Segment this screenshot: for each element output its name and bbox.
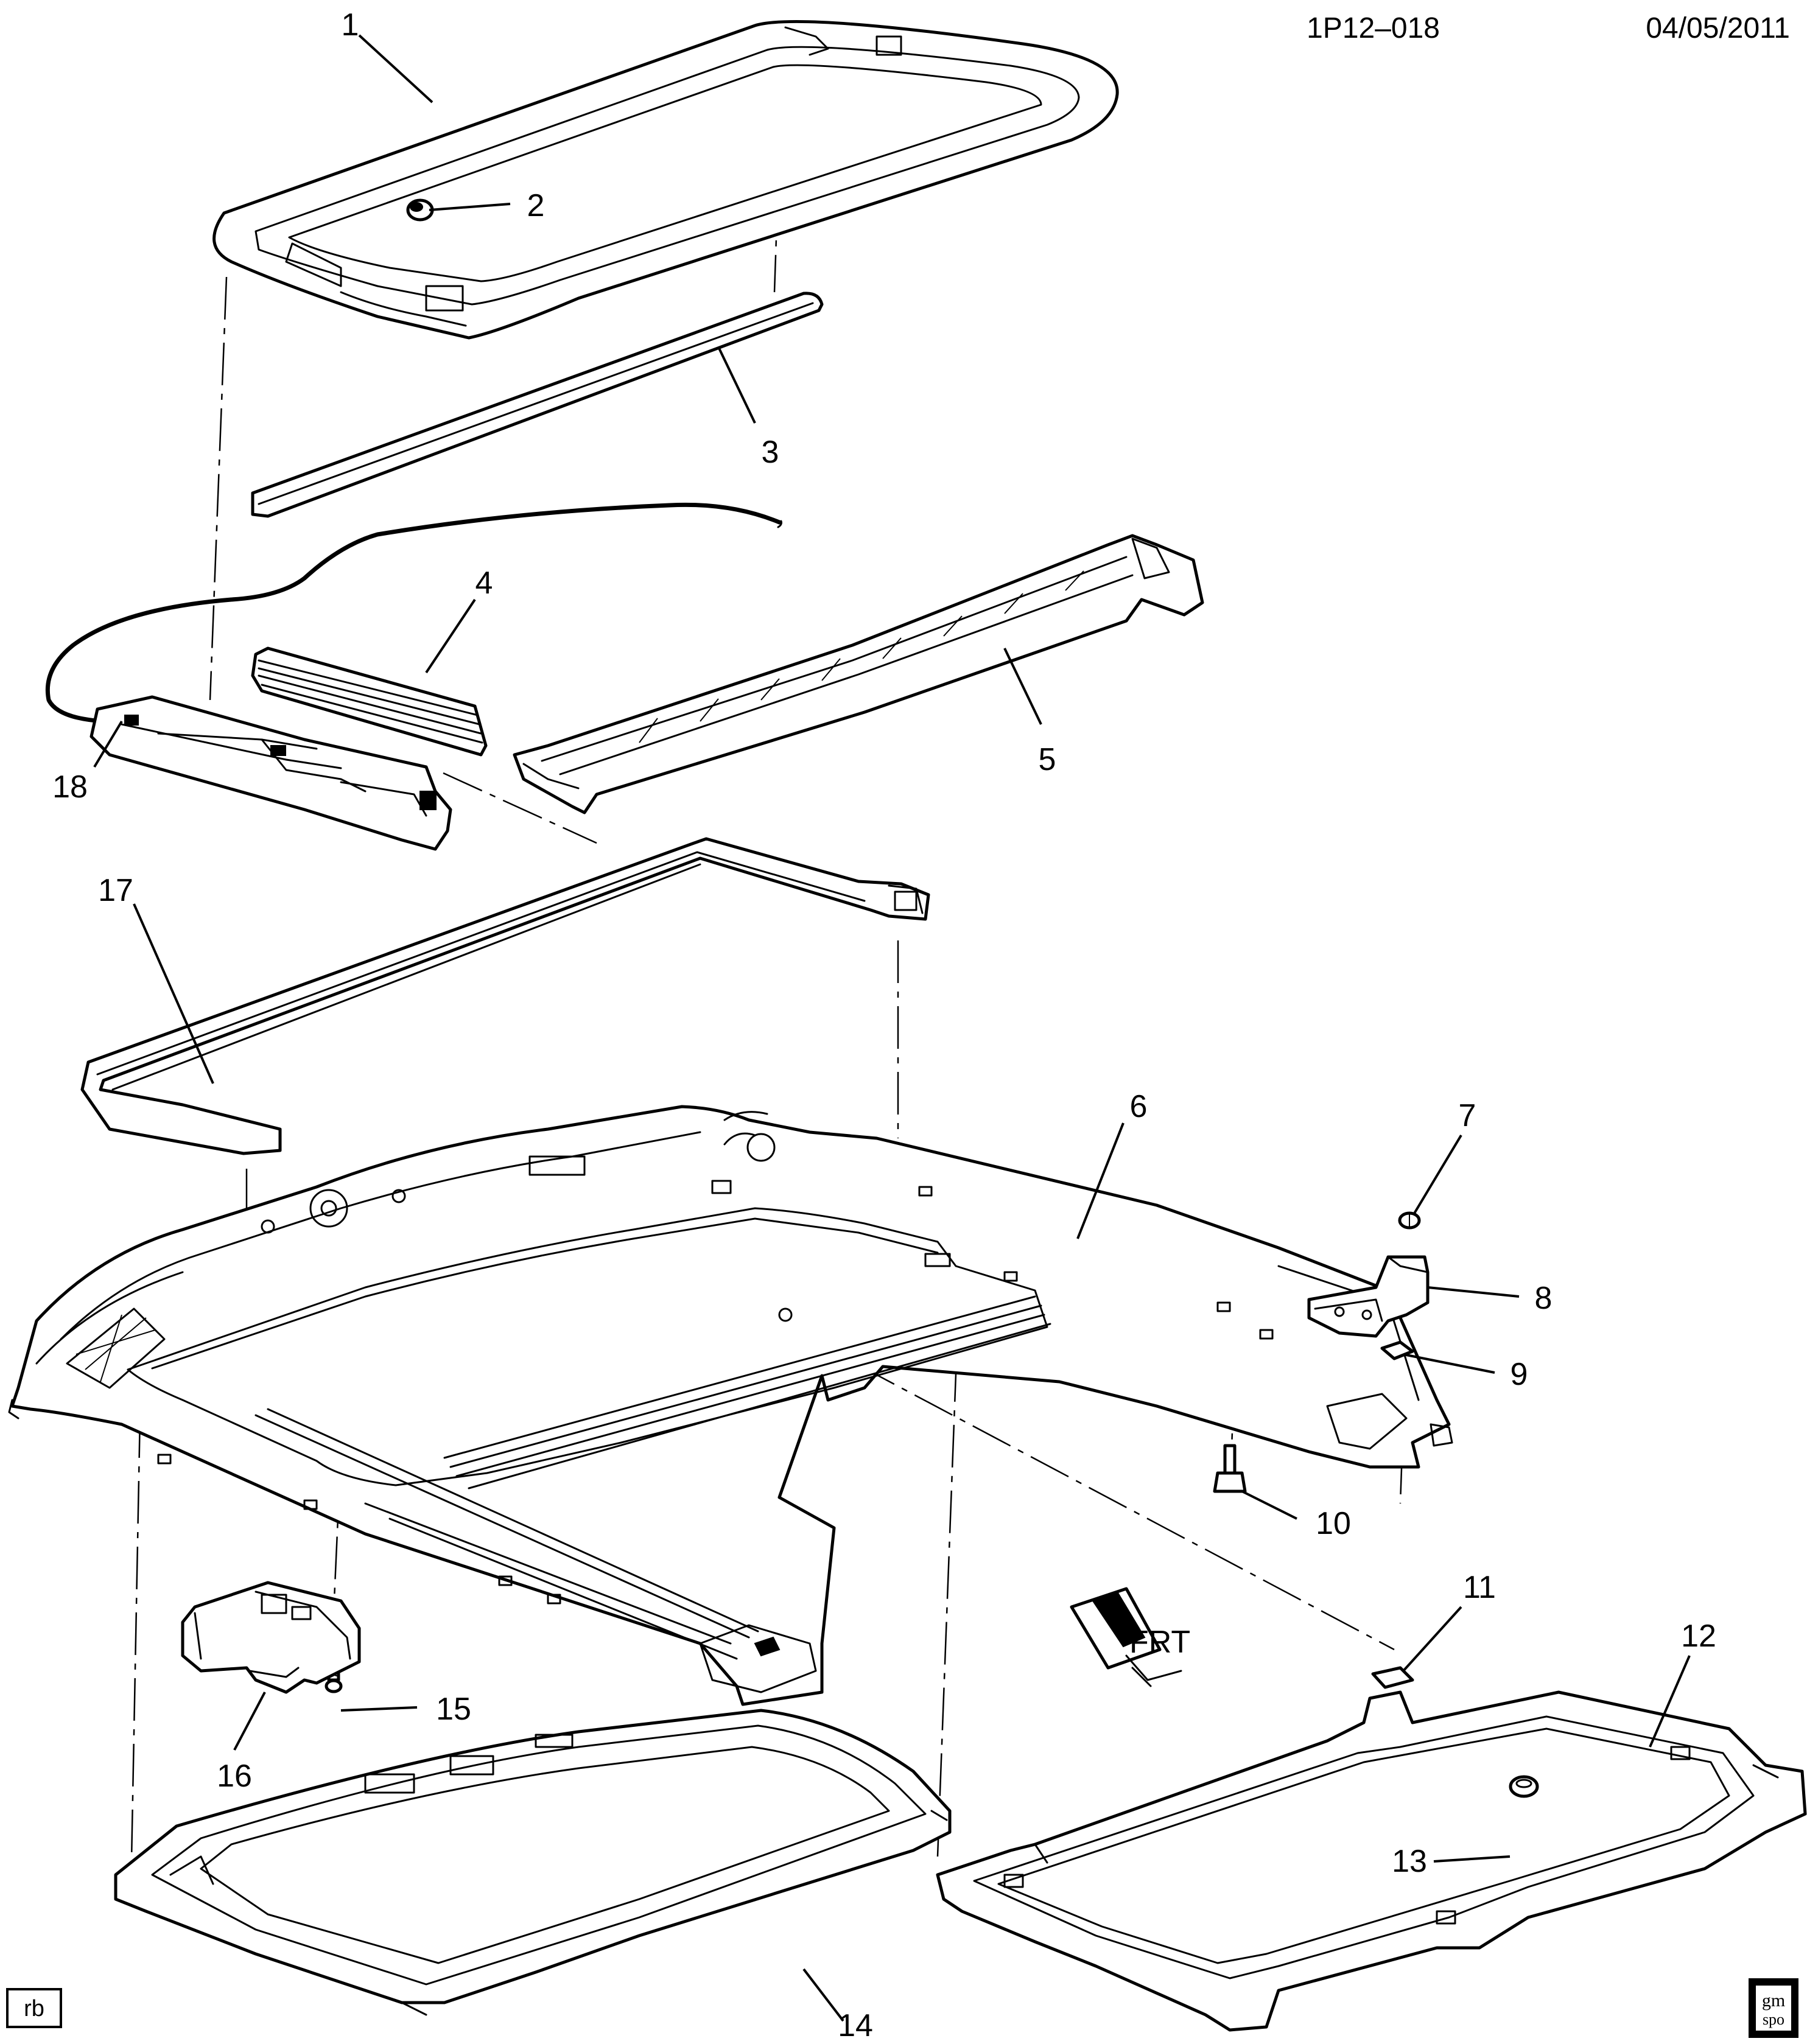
part-3-wind-deflector <box>251 292 824 518</box>
callout-16: 16 <box>217 1759 252 1794</box>
callout-18: 18 <box>52 769 88 805</box>
front-direction-indicator: FRT <box>1070 1587 1190 1687</box>
part-7-screw <box>1398 1211 1421 1230</box>
callout-2: 2 <box>527 188 545 223</box>
part-16-motor <box>181 1581 361 1694</box>
callout-6: 6 <box>1130 1089 1148 1124</box>
part-4-track-rail <box>251 646 488 757</box>
illustrator-tag: rb <box>6 1988 62 2028</box>
callout-10: 10 <box>1316 1506 1351 1541</box>
part-5-front-rail <box>513 534 1204 814</box>
callout-7: 7 <box>1459 1098 1476 1133</box>
part-8-bracket <box>1307 1255 1430 1338</box>
part-11-clip <box>1371 1666 1414 1689</box>
callout-13: 13 <box>1392 1844 1427 1879</box>
callout-3: 3 <box>762 435 779 470</box>
callout-4: 4 <box>475 565 493 601</box>
illustrator-tag-text: rb <box>24 1996 44 2021</box>
callout-14: 14 <box>838 2008 873 2043</box>
callout-12: 12 <box>1681 1619 1716 1654</box>
drawing-date: 04/05/2011 <box>1646 12 1790 44</box>
part-10-bolt <box>1213 1444 1247 1493</box>
part-1-sunroof-frame <box>212 19 1119 340</box>
part-14-sunshade <box>114 1709 952 2016</box>
callout-1: 1 <box>342 7 359 43</box>
part-2-screw <box>406 198 434 222</box>
gm-spo-logo: gm spo <box>1749 1978 1798 2038</box>
part-9-nut <box>1380 1340 1414 1360</box>
part-17-front-seal <box>80 837 930 1155</box>
frt-label: FRT <box>1129 1625 1190 1660</box>
logo-line-2: spo <box>1763 2011 1784 2028</box>
callout-17: 17 <box>98 873 133 908</box>
callouts: 1 2 3 4 5 6 7 8 9 10 11 12 13 14 15 16 1… <box>52 7 1716 2043</box>
callout-5: 5 <box>1039 742 1056 777</box>
logo-line-1: gm <box>1762 1990 1785 2011</box>
callout-8: 8 <box>1535 1281 1553 1316</box>
part-12-trim-frame <box>936 1690 1807 2032</box>
callout-11: 11 <box>1463 1570 1496 1605</box>
leader-lines <box>93 34 1691 2022</box>
part-18-drain-hose-and-mechanism <box>45 502 782 851</box>
part-13-grommet <box>1509 1775 1539 1798</box>
drawing-id: 1P12–018 <box>1307 12 1440 44</box>
callout-9: 9 <box>1511 1357 1528 1392</box>
callout-15: 15 <box>436 1692 471 1727</box>
